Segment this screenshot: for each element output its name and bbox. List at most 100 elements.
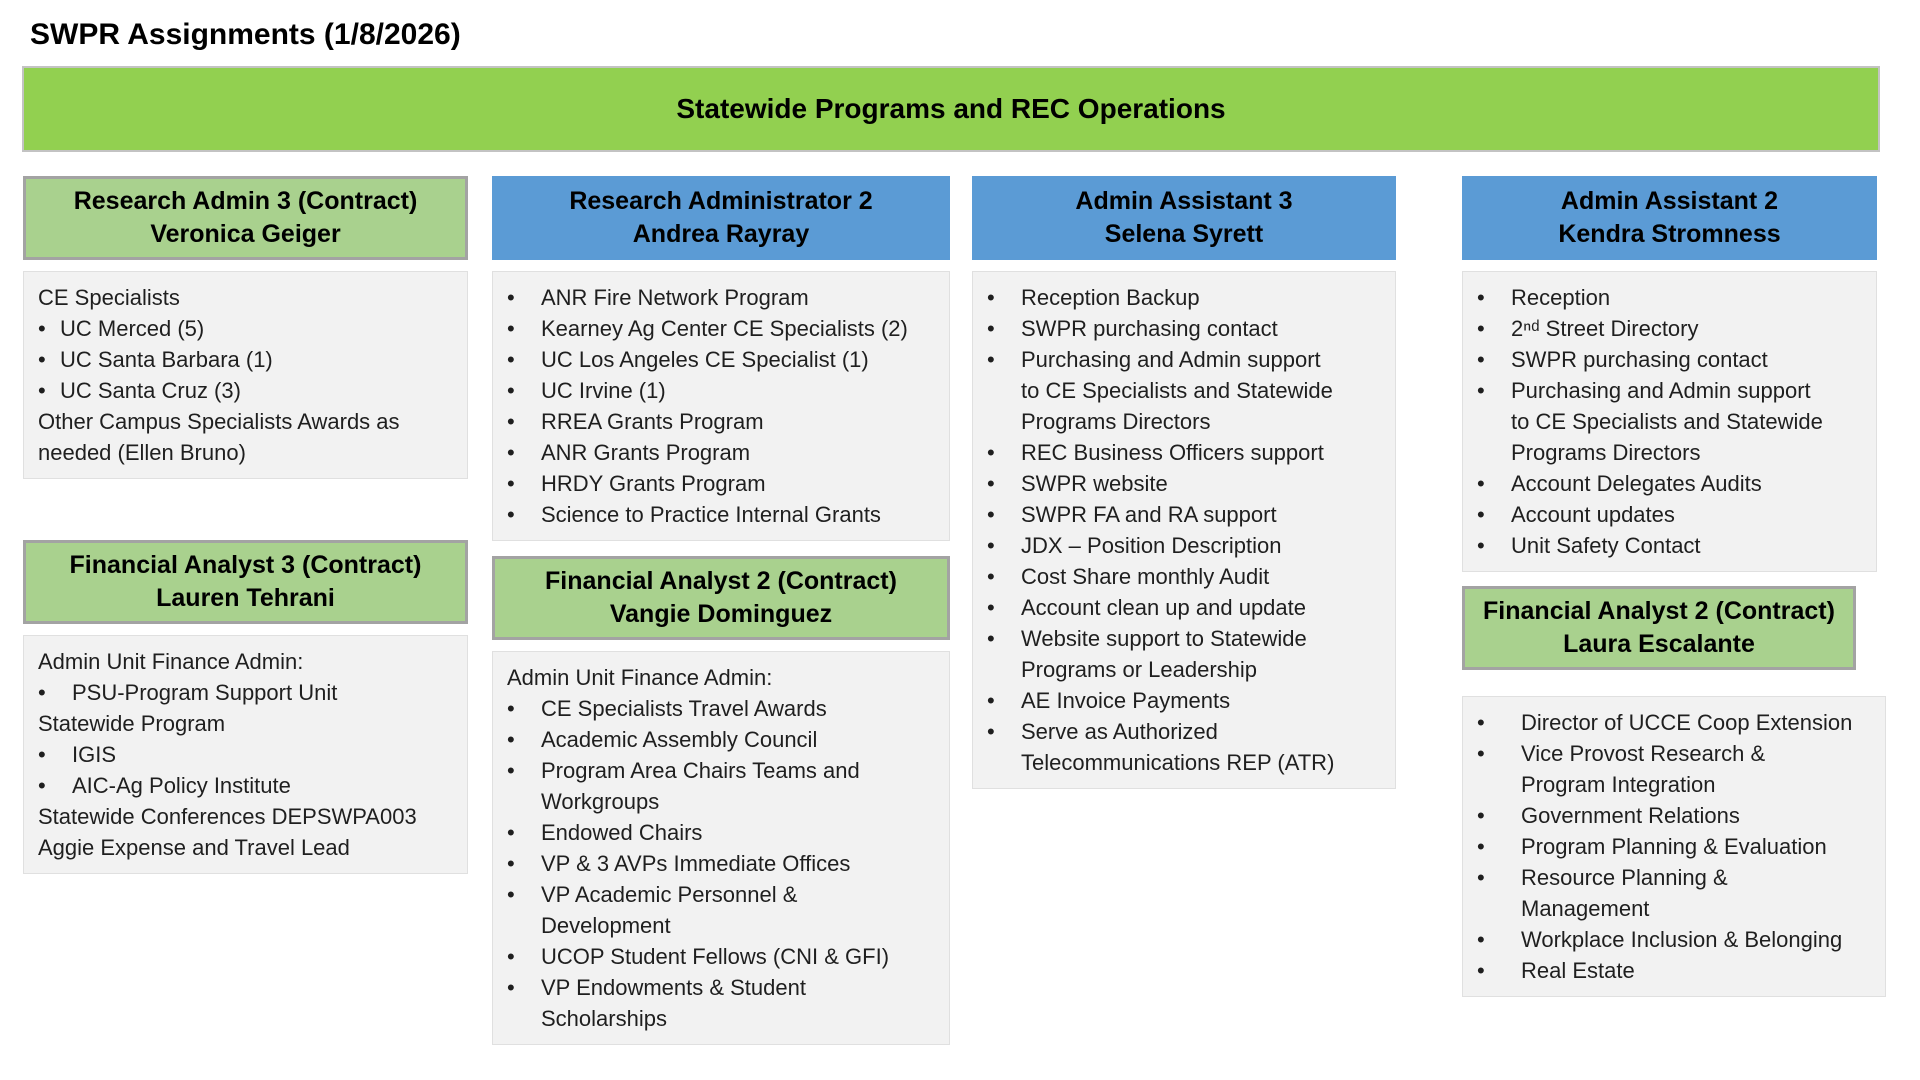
list-item: •SWPR website <box>987 468 1381 499</box>
bullet: • <box>987 719 995 744</box>
bullet: • <box>1477 803 1485 828</box>
list-item: •Purchasing and Admin support to CE Spec… <box>1477 375 1862 468</box>
list-item: •UCOP Student Fellows (CNI & GFI) <box>507 941 935 972</box>
list-item-text: JDX – Position Description <box>1021 533 1282 558</box>
list-item: •Statewide Program <box>38 708 453 739</box>
list-item-text: Admin Unit Finance Admin: <box>507 665 773 690</box>
bullet: • <box>38 773 46 798</box>
list-item-text: VP Endowments & Student Scholarships <box>541 975 806 1031</box>
list-item: •Account clean up and update <box>987 592 1381 623</box>
bullet: • <box>507 851 515 876</box>
person-name: Laura Escalante <box>1563 630 1755 658</box>
list-item-text: Director of UCCE Coop Extension <box>1521 710 1853 735</box>
list-item: •Resource Planning & Management <box>1477 862 1871 924</box>
list-item: • JDX – Position Description <box>987 530 1381 561</box>
list-item: •UC Irvine (1) <box>507 375 935 406</box>
list-item: • VP Endowments & Student Scholarships <box>507 972 935 1034</box>
bullet: • <box>38 347 46 372</box>
bullet: • <box>507 820 515 845</box>
list-item: •Reception Backup <box>987 282 1381 313</box>
list-item: •CE Specialists <box>38 282 453 313</box>
list-item: •AE Invoice Payments <box>987 685 1381 716</box>
bullet: • <box>507 975 515 1000</box>
list-item-text: CE Specialists <box>38 285 180 310</box>
list-item: •Purchasing and Admin support to CE Spec… <box>987 344 1381 437</box>
list-item-text: Reception Backup <box>1021 285 1200 310</box>
list-item: •Program Planning & Evaluation <box>1477 831 1871 862</box>
list-item: •Admin Unit Finance Admin: <box>507 662 935 693</box>
assignment-list: •Director of UCCE Coop Extension•Vice Pr… <box>1462 696 1886 997</box>
bullet: • <box>987 533 995 558</box>
list-item-text: ANR Grants Program <box>541 440 751 465</box>
bullet: • <box>1477 834 1485 859</box>
role-title: Research Administrator 2 <box>569 187 873 215</box>
list-item-text: Statewide Program <box>38 711 226 736</box>
list-item-text: Cost Share monthly Audit <box>1021 564 1270 589</box>
bullet: • <box>507 378 515 403</box>
bullet: • <box>507 409 515 434</box>
bullet: • <box>38 378 46 403</box>
list-item-text: Account clean up and update <box>1021 595 1307 620</box>
list-item: •Workplace Inclusion & Belonging <box>1477 924 1871 955</box>
bullet: • <box>507 882 515 907</box>
block-laura-escalante: Financial Analyst 2 (Contract) Laura Esca… <box>1462 586 1886 997</box>
page-title: SWPR Assignments (1/8/2026) <box>30 18 461 51</box>
list-item: •Aggie Expense and Travel Lead <box>38 832 453 863</box>
list-item: •VP Academic Personnel & Development <box>507 879 935 941</box>
list-item-text: Reception <box>1511 285 1611 310</box>
role-header: Financial Analyst 2 (Contract)Vangie Dom… <box>492 556 950 640</box>
list-item-text: Serve as Authorized Telecommunications R… <box>1021 719 1335 775</box>
list-item: •Kearney Ag Center CE Specialists (2) <box>507 313 935 344</box>
role-title: Financial Analyst 2 (Contract) <box>1483 597 1835 625</box>
role-title: Admin Assistant 2 <box>1560 187 1779 215</box>
list-item: •ANR Grants Program <box>507 437 935 468</box>
bullet: • <box>1477 316 1485 341</box>
list-item: •Other Campus Specialists Awards as need… <box>38 406 453 468</box>
banner-statewide-programs: Statewide Programs and REC Operations <box>22 66 1880 152</box>
person-name: Lauren Tehrani <box>156 584 335 612</box>
list-item: • VP & 3 AVPs Immediate Offices <box>507 848 935 879</box>
list-item: •AIC-Ag Policy Institute <box>38 770 453 801</box>
bullet: • <box>1477 533 1485 558</box>
list-item-text: UC Santa Cruz (3) <box>60 378 241 403</box>
list-item: •Government Relations <box>1477 800 1871 831</box>
list-item-text: PSU-Program Support Unit <box>72 680 338 705</box>
list-item-text: Science to Practice Internal Grants <box>541 502 881 527</box>
list-item-text: Program Area Chairs Teams and Workgroups <box>541 758 860 814</box>
list-item-text: VP & 3 AVPs Immediate Offices <box>541 851 851 876</box>
list-item: •ANR Fire Network Program <box>507 282 935 313</box>
list-item-text: Workplace Inclusion & Belonging <box>1521 927 1843 952</box>
list-item: •Statewide Conferences DEPSWPA003 <box>38 801 453 832</box>
list-item: •2ⁿᵈ Street Directory <box>1477 313 1862 344</box>
bullet: • <box>987 688 995 713</box>
bullet: • <box>1477 347 1485 372</box>
block-veronica-geiger: Research Admin 3 (Contract) Veronica Geig… <box>23 176 468 479</box>
list-item-text: Other Campus Specialists Awards as neede… <box>38 409 400 465</box>
list-item-text: UC Merced (5) <box>60 316 205 341</box>
assignment-list: •Admin Unit Finance Admin:•PSU-Program S… <box>23 635 468 874</box>
role-header: Financial Analyst 3 (Contract) Lauren Teh… <box>23 540 468 624</box>
list-item: •Account updates <box>1477 499 1862 530</box>
list-item: •UC Los Angeles CE Specialist (1) <box>507 344 935 375</box>
person-name: Selena Syrett <box>1104 220 1264 248</box>
assignment-list: •Admin Unit Finance Admin:•CE Specialist… <box>492 651 950 1045</box>
list-item: •Unit Safety Contact <box>1477 530 1862 561</box>
bullet: • <box>987 564 995 589</box>
role-title: Financial Analyst 3 (Contract) <box>69 551 422 579</box>
list-item: •CE Specialists Travel Awards <box>507 693 935 724</box>
columns-row: Research Admin 3 (Contract) Veronica Geig… <box>0 176 1920 1045</box>
role-title: Financial Analyst 2 (Contract) <box>545 567 897 595</box>
list-item: •Academic Assembly Council <box>507 724 935 755</box>
list-item-text: SWPR website <box>1021 471 1168 496</box>
list-item: • Serve as Authorized Telecommunications … <box>987 716 1381 778</box>
bullet: • <box>38 680 46 705</box>
person-name: Veronica Geiger <box>150 220 341 248</box>
assignment-list: •Reception•2ⁿᵈ Street Directory•SWPR pur… <box>1462 271 1877 572</box>
role-title: Research Admin 3 (Contract) <box>73 187 418 215</box>
bullet: • <box>987 316 995 341</box>
bullet: • <box>38 742 46 767</box>
